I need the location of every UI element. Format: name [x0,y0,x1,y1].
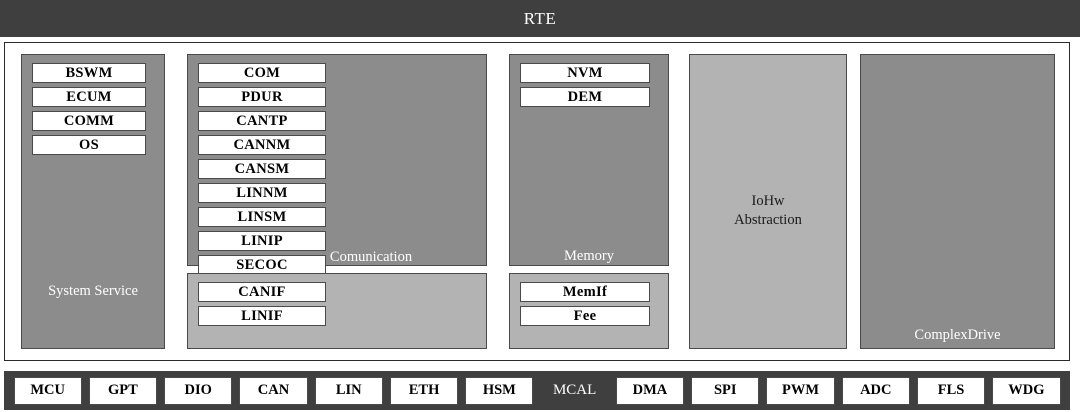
memory-module-stack: NVM DEM [520,63,650,111]
column-communication-interface: CANIF LINIF [187,273,487,349]
memory-interface-module-stack: MemIf Fee [520,282,650,330]
rte-label: RTE [523,8,557,28]
column-memory-interface: MemIf Fee [509,273,669,349]
mcal-module-chip: ETH [389,376,459,405]
column-system-service: BSWM ECUM COMM OS System Service [21,54,165,349]
mcal-module-chip: CAN [239,376,308,405]
module-chip: LINNM [198,183,326,203]
communication-interface-module-stack: CANIF LINIF [198,282,326,330]
mcal-module-chip: MCU [13,376,82,405]
mcal-module-chip: DMA [615,376,685,405]
module-chip: CANSM [198,159,326,179]
rte-layer: RTE [0,0,1080,37]
column-memory: NVM DEM Memory [509,54,669,266]
mcal-module-chip: SPI [691,376,760,405]
column-label-complex-drive: ComplexDrive [914,327,1001,343]
mcal-label: MCAL [552,382,597,398]
column-label-iohw-abstraction-line2: Abstraction [734,212,802,228]
module-chip: CANIF [198,282,326,302]
module-chip: OS [32,135,146,155]
mcal-module-chip: HSM [465,376,534,405]
module-chip: Fee [520,306,650,326]
column-complex-drive: ComplexDrive [860,54,1055,349]
module-chip: COM [198,63,326,83]
mcal-module-chip: DIO [164,376,233,405]
column-label-memory: Memory [564,248,614,264]
module-chip: COMM [32,111,146,131]
mcal-module-chip: LIN [314,376,383,405]
module-chip: LINSM [198,207,326,227]
module-chip: BSWM [32,63,146,83]
column-communication: COM PDUR CANTP CANNM CANSM LINNM LINSM L… [187,54,487,299]
mcal-module-chip: FLS [916,376,986,405]
module-chip: ECUM [32,87,146,107]
module-chip: LINIP [198,231,326,251]
module-chip: CANNM [198,135,326,155]
mcal-module-chip: WDG [992,376,1061,405]
system-service-module-stack: BSWM ECUM COMM OS [32,63,146,159]
module-chip: PDUR [198,87,326,107]
mcal-module-chip: GPT [88,376,158,405]
module-chip: NVM [520,63,650,83]
module-chip: DEM [520,87,650,107]
column-label-communication: Comunication [329,249,413,265]
bsw-layer-container: BSWM ECUM COMM OS System Service COM PDU… [4,42,1070,361]
communication-module-stack: COM PDUR CANTP CANNM CANSM LINNM LINSM L… [198,63,326,303]
module-chip: MemIf [520,282,650,302]
module-chip: LINIF [198,306,326,326]
column-label-system-service: System Service [48,283,138,299]
column-iohw-abstraction: IoHw Abstraction [689,54,847,349]
mcal-module-chip: ADC [841,376,910,405]
mcal-module-chip: PWM [766,376,835,405]
mcal-layer: MCU GPT DIO CAN LIN ETH HSM MCAL DMA SPI… [4,371,1070,410]
column-label-iohw-abstraction-line1: IoHw [751,193,785,209]
module-chip: CANTP [198,111,326,131]
